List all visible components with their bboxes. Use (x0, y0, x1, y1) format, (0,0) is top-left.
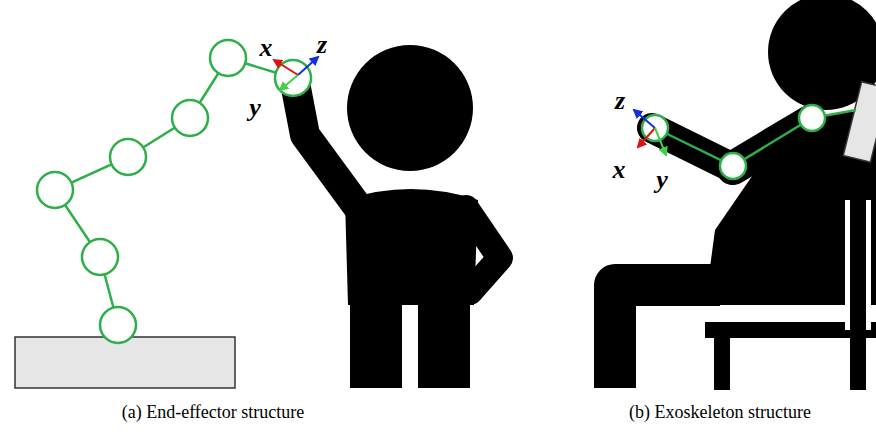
axis-label: z (615, 88, 625, 114)
axis-label: x (613, 157, 626, 183)
axis-label: y (249, 95, 261, 121)
exoskeleton (642, 105, 856, 179)
standing-person (296, 45, 500, 388)
backpack-unit (843, 82, 876, 163)
caption: (a) End-effector structure (122, 403, 305, 421)
chair (700, 195, 876, 390)
robot-arm (37, 40, 311, 343)
caption: (b) Exoskeleton structure (629, 403, 811, 421)
wrist-axes (634, 110, 666, 155)
seated-person (615, 0, 876, 388)
axis-label: y (656, 167, 668, 193)
end-effector-axes (274, 57, 318, 90)
axis-label: x (260, 35, 273, 61)
robot-base (15, 337, 235, 388)
axis-label: z (317, 32, 327, 58)
